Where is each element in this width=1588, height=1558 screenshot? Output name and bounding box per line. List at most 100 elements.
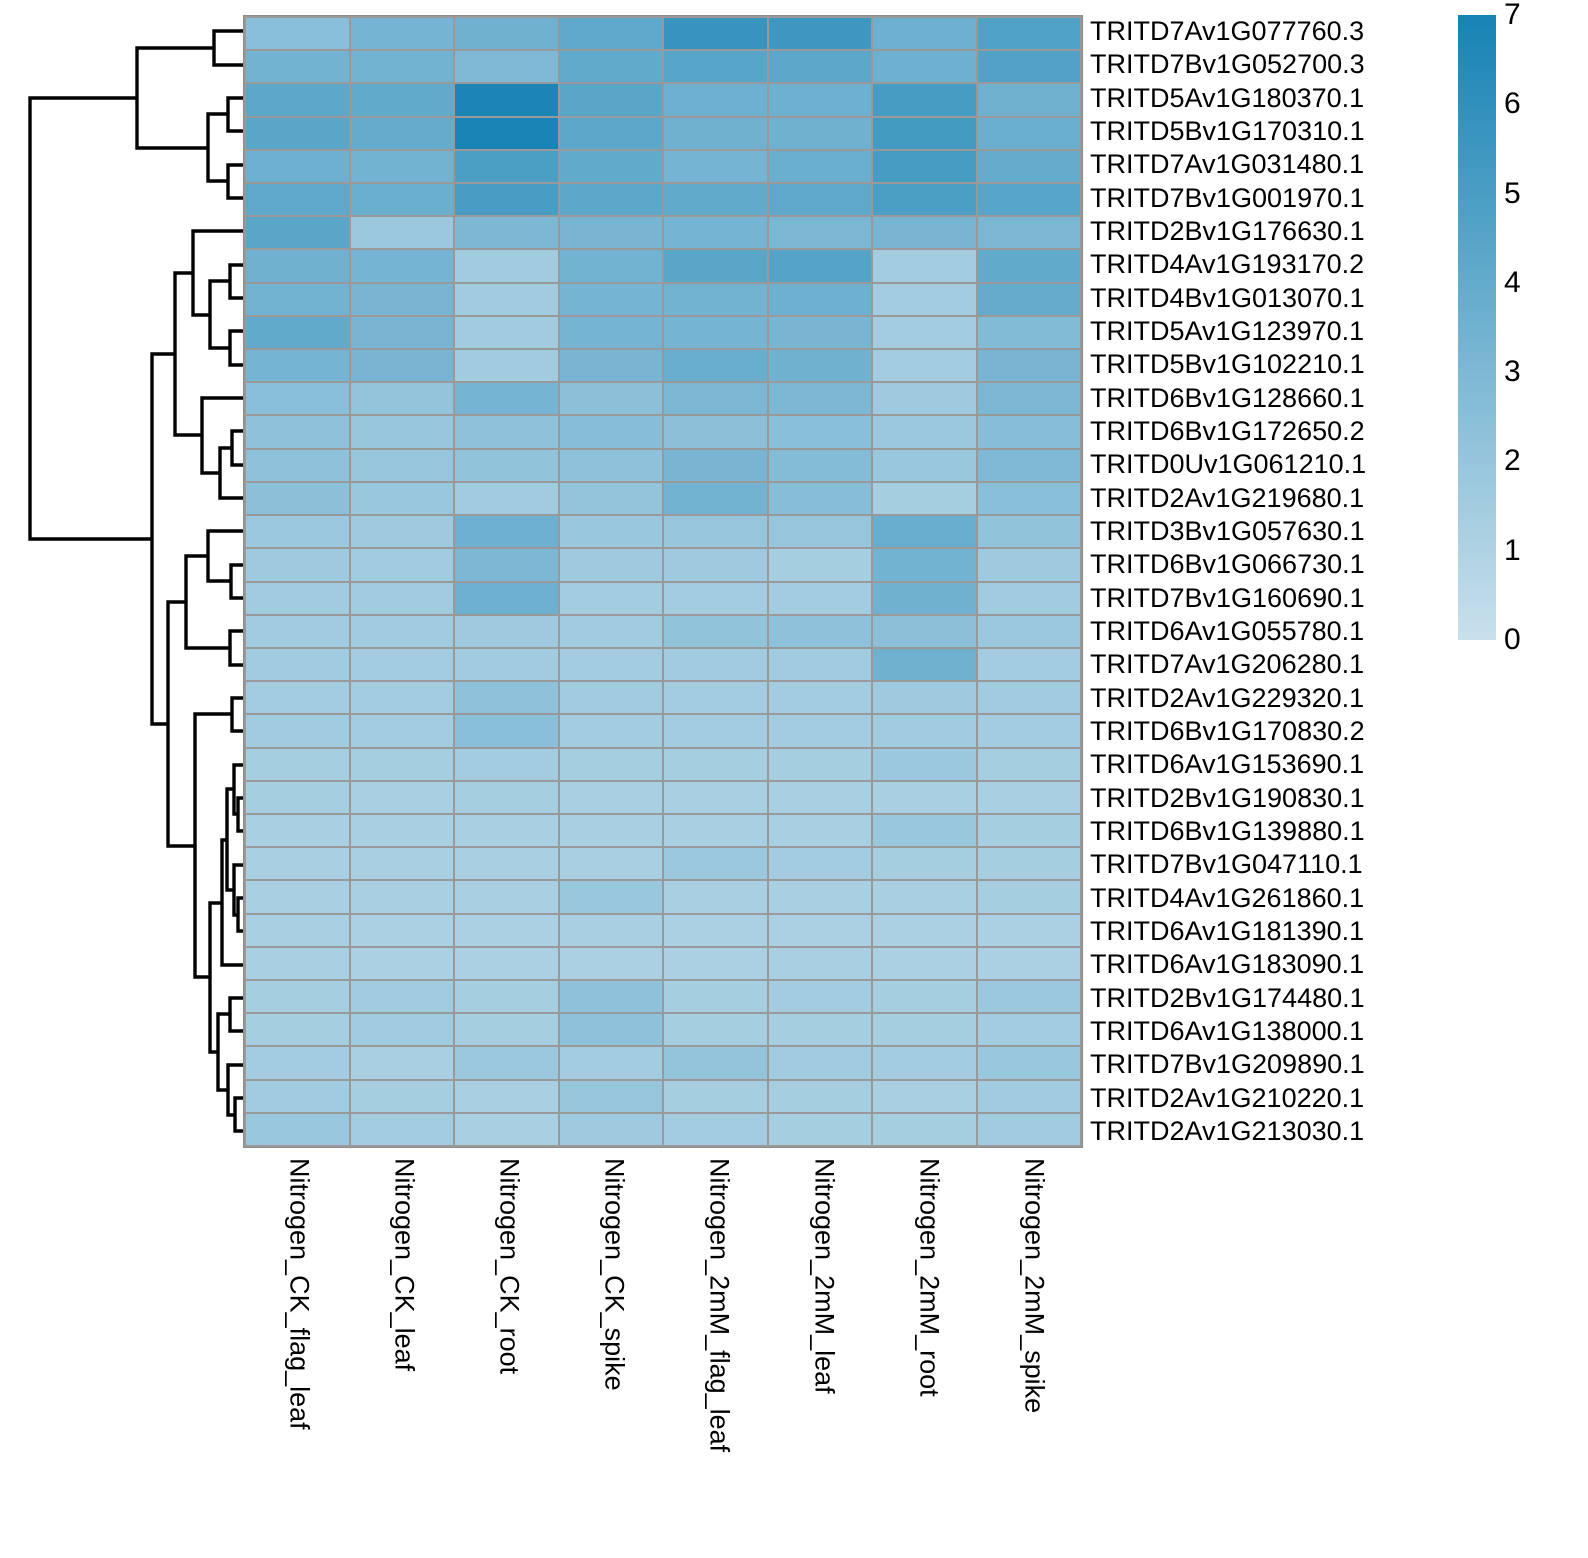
- row-label: TRITD7Bv1G001970.1: [1090, 182, 1365, 213]
- heatmap-cell: [559, 648, 662, 681]
- heatmap-cell: [873, 350, 976, 382]
- row-label: TRITD7Av1G031480.1: [1090, 149, 1365, 180]
- heatmap-cell: [768, 914, 871, 946]
- heatmap-cell: [455, 781, 558, 813]
- heatmap-cell: [350, 184, 453, 216]
- heatmap-cell: [977, 117, 1080, 149]
- heatmap-cell: [246, 383, 349, 415]
- heatmap-cell: [768, 715, 871, 747]
- heatmap-cell: [873, 217, 976, 249]
- heatmap-cell: [455, 549, 558, 581]
- heatmap-cell: [977, 283, 1080, 315]
- heatmap-cell: [455, 1047, 558, 1079]
- row-label: TRITD3Bv1G057630.1: [1090, 516, 1365, 547]
- heatmap-cell: [977, 1014, 1080, 1046]
- heatmap-cell: [768, 1113, 871, 1145]
- heatmap-cell: [768, 549, 871, 581]
- column-label-cell: Nitrogen_CK_leaf: [348, 1152, 453, 1542]
- heatmap-cell: [664, 117, 767, 149]
- heatmap-cell: [350, 1080, 453, 1112]
- heatmap-cell: [768, 1047, 871, 1079]
- heatmap-cell: [664, 648, 767, 681]
- heatmap-cell: [350, 914, 453, 946]
- heatmap-cell: [559, 1047, 662, 1079]
- heatmap-cell: [873, 150, 976, 183]
- heatmap-cell: [350, 582, 453, 614]
- heatmap-cell: [873, 117, 976, 149]
- heatmap-cell: [559, 748, 662, 780]
- heatmap-cell: [559, 1080, 662, 1112]
- heatmap-cell: [664, 150, 767, 183]
- column-label: Nitrogen_2mM_flag_leaf: [704, 1158, 735, 1453]
- heatmap-cell: [559, 715, 662, 747]
- heatmap-cell: [350, 449, 453, 481]
- heatmap-cell: [977, 184, 1080, 216]
- row-label: TRITD4Av1G261860.1: [1090, 882, 1365, 913]
- heatmap-cell: [246, 549, 349, 581]
- heatmap-cell: [559, 84, 662, 116]
- heatmap-cell: [977, 615, 1080, 647]
- heatmap-cell: [873, 1047, 976, 1079]
- heatmap-cell: [455, 250, 558, 282]
- heatmap-cell: [559, 350, 662, 382]
- heatmap-cell: [664, 1113, 767, 1145]
- heatmap-cell: [350, 482, 453, 515]
- heatmap-cell: [873, 416, 976, 448]
- heatmap-cell: [873, 316, 976, 349]
- heatmap-cell: [246, 84, 349, 116]
- heatmap-cell: [455, 1080, 558, 1112]
- row-label: TRITD6Av1G183090.1: [1090, 949, 1365, 980]
- heatmap-cell: [350, 516, 453, 548]
- column-label: Nitrogen_CK_flag_leaf: [284, 1158, 315, 1430]
- heatmap-cell: [664, 715, 767, 747]
- heatmap-cell: [977, 748, 1080, 780]
- heatmap-cell: [455, 51, 558, 83]
- row-label: TRITD2Bv1G190830.1: [1090, 782, 1365, 813]
- row-label: TRITD6Av1G055780.1: [1090, 616, 1365, 647]
- heatmap-cell: [768, 848, 871, 880]
- heatmap-cell: [873, 383, 976, 415]
- heatmap-cell: [664, 516, 767, 548]
- row-label: TRITD2Av1G219680.1: [1090, 482, 1365, 513]
- heatmap-cell: [977, 947, 1080, 979]
- row-label: TRITD7Bv1G052700.3: [1090, 49, 1365, 80]
- heatmap-cell: [455, 217, 558, 249]
- heatmap-cell: [455, 516, 558, 548]
- heatmap-cell: [977, 1113, 1080, 1145]
- row-label: TRITD2Bv1G174480.1: [1090, 982, 1365, 1013]
- heatmap-cell: [350, 881, 453, 913]
- column-label: Nitrogen_CK_leaf: [389, 1158, 420, 1372]
- heatmap-cell: [350, 84, 453, 116]
- heatmap-cell: [246, 516, 349, 548]
- heatmap-cell: [246, 648, 349, 681]
- heatmap-cell: [350, 250, 453, 282]
- heatmap-cell: [977, 549, 1080, 581]
- heatmap-cell: [664, 947, 767, 979]
- heatmap-cell: [455, 582, 558, 614]
- heatmap-cell: [664, 814, 767, 847]
- heatmap-cell: [559, 316, 662, 349]
- heatmap-cell: [350, 18, 453, 50]
- heatmap-cell: [246, 682, 349, 714]
- heatmap-cell: [873, 549, 976, 581]
- heatmap-cell: [977, 682, 1080, 714]
- heatmap-cell: [246, 1113, 349, 1145]
- heatmap-cell: [455, 449, 558, 481]
- heatmap-cell: [873, 449, 976, 481]
- column-label-cell: Nitrogen_2mM_spike: [978, 1152, 1083, 1542]
- heatmap-cell: [350, 848, 453, 880]
- row-label: TRITD4Av1G193170.2: [1090, 249, 1365, 280]
- heatmap-cell: [350, 316, 453, 349]
- heatmap-cell: [350, 217, 453, 249]
- heatmap-cell: [977, 1080, 1080, 1112]
- heatmap-cell: [873, 615, 976, 647]
- heatmap-cell: [559, 947, 662, 979]
- heatmap-cell: [873, 1080, 976, 1112]
- row-label: TRITD7Av1G206280.1: [1090, 649, 1365, 680]
- heatmap-cell: [455, 84, 558, 116]
- row-label: TRITD2Av1G229320.1: [1090, 682, 1365, 713]
- heatmap-cell: [246, 217, 349, 249]
- heatmap-cell: [977, 383, 1080, 415]
- row-label: TRITD7Bv1G160690.1: [1090, 582, 1365, 613]
